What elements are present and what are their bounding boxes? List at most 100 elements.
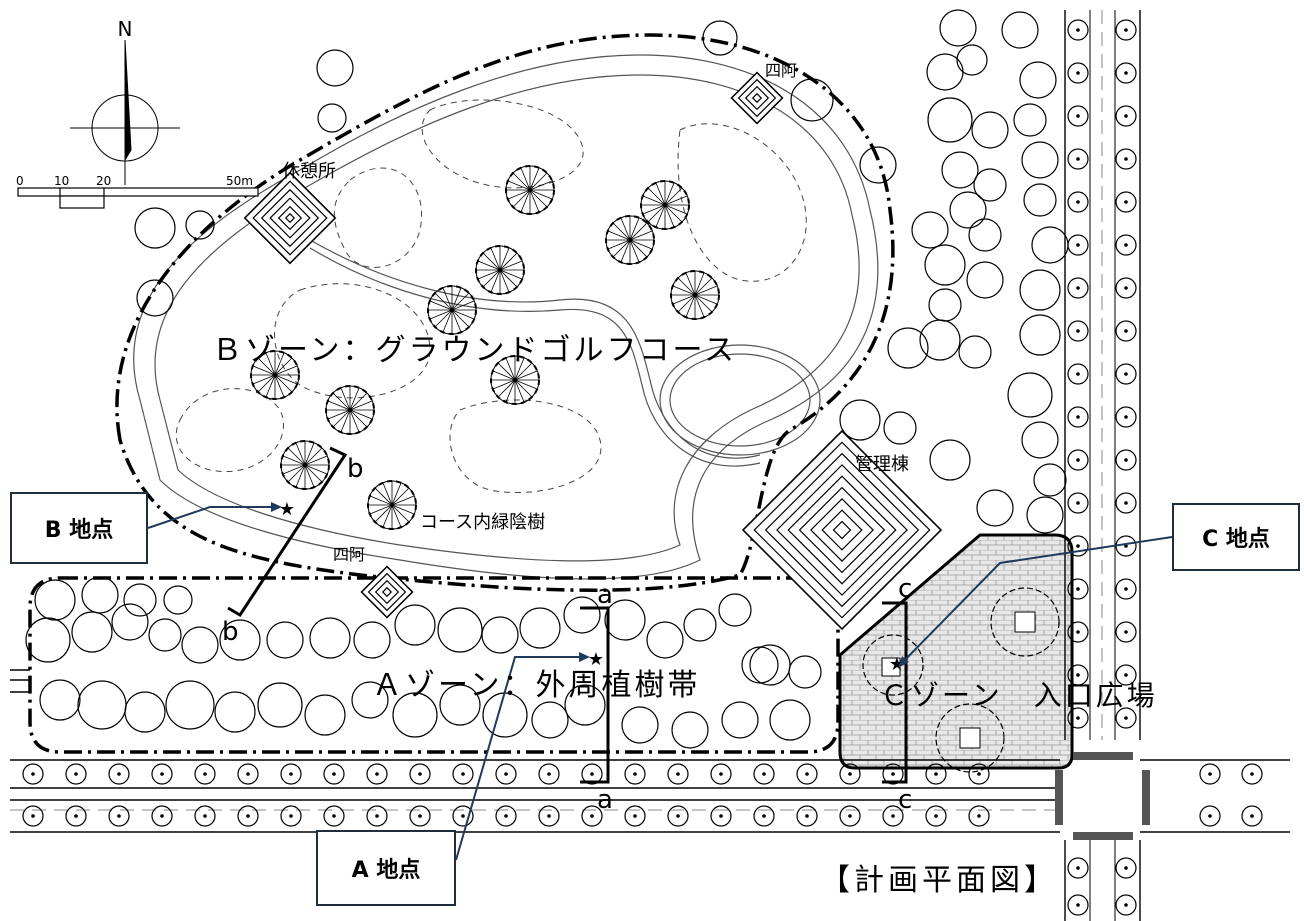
gazebo-top-building xyxy=(730,71,784,125)
street-tree-icon xyxy=(1115,621,1137,643)
street-tree-icon xyxy=(194,763,216,785)
street-tree-icon xyxy=(925,805,947,827)
scale-bar xyxy=(17,187,259,209)
street-tree-icon xyxy=(1115,191,1137,213)
street-tree-icon xyxy=(22,763,44,785)
north-arrow-icon xyxy=(70,39,180,185)
street-tree-icon xyxy=(108,805,130,827)
callout-point-b-label: B 地点 xyxy=(44,518,114,543)
section-label-c-bottom: c xyxy=(898,785,912,815)
scale-tick-10: 10 xyxy=(54,174,69,188)
street-tree-icon xyxy=(667,805,689,827)
street-tree-icon xyxy=(1067,894,1089,916)
street-tree-icon xyxy=(1067,62,1089,84)
section-label-c-top: c xyxy=(898,574,912,604)
street-tree-icon xyxy=(667,763,689,785)
point-a-star-icon: ★ xyxy=(588,649,604,670)
callout-point-b: B 地点 xyxy=(10,492,148,564)
callout-leaders xyxy=(147,506,1173,861)
callout-point-c: C 地点 xyxy=(1172,503,1300,571)
street-tree-icon xyxy=(1115,406,1137,428)
park-trees xyxy=(134,9,1069,686)
callout-point-a-label: A 地点 xyxy=(351,858,421,883)
zone-c-label: Ｃゾーン 入口広場 xyxy=(880,679,1158,712)
street-tree-icon xyxy=(796,763,818,785)
street-tree-icon xyxy=(323,805,345,827)
section-label-b-top: b xyxy=(347,454,364,484)
street-tree-icon xyxy=(1067,406,1089,428)
street-tree-icon xyxy=(1115,857,1137,879)
callout-point-a: A 地点 xyxy=(316,830,456,906)
street-tree-icon xyxy=(1241,763,1263,785)
callout-point-c-label: C 地点 xyxy=(1202,527,1270,552)
street-tree-icon xyxy=(194,805,216,827)
street-tree-icon xyxy=(409,763,431,785)
street-tree-icon xyxy=(710,763,732,785)
street-tree-icon xyxy=(1241,805,1263,827)
street-tree-icon xyxy=(237,763,259,785)
park-path xyxy=(133,54,879,580)
street-tree-icon xyxy=(1115,449,1137,471)
street-tree-icon xyxy=(237,805,259,827)
section-label-a-bottom: a xyxy=(597,785,613,815)
street-tree-icon xyxy=(1067,857,1089,879)
street-tree-icon xyxy=(1067,363,1089,385)
zone-b-boundary xyxy=(115,33,895,592)
scale-tick-0: 0 xyxy=(16,174,24,188)
street-tree-icon xyxy=(1067,148,1089,170)
street-tree-icon xyxy=(1067,449,1089,471)
street-tree-icon xyxy=(65,805,87,827)
street-tree-icon xyxy=(1115,277,1137,299)
street-tree-icon xyxy=(968,805,990,827)
course-dashed-lines xyxy=(175,99,807,494)
plan-title: 【計画平面図】 xyxy=(820,863,1058,898)
street-tree-icon xyxy=(1115,894,1137,916)
zone-a-label: Ａゾーン：外周植樹帯 xyxy=(372,668,701,703)
street-tree-icon xyxy=(280,805,302,827)
rest-house-building xyxy=(243,171,337,265)
street-tree-icon xyxy=(1115,62,1137,84)
street-tree-icon xyxy=(796,805,818,827)
gazebo-bottom-label: 四阿 xyxy=(333,545,365,564)
street-tree-icon xyxy=(1115,320,1137,342)
section-label-a-top: a xyxy=(597,580,613,610)
street-tree-icon xyxy=(1067,19,1089,41)
scale-tick-20: 20 xyxy=(96,174,111,188)
section-line-b xyxy=(227,446,348,618)
management-label: 管理棟 xyxy=(855,454,909,475)
gazebo-bottom-building xyxy=(360,565,414,619)
street-tree-icon xyxy=(1115,148,1137,170)
road-dashed-centerline xyxy=(10,10,1103,811)
shade-trees-label: コース内緑陰樹 xyxy=(420,512,545,533)
roads xyxy=(10,10,1290,921)
rest-house-label: 休憩所 xyxy=(282,161,336,182)
street-tree-icon xyxy=(65,763,87,785)
street-tree-icon xyxy=(1199,763,1221,785)
street-tree-icon xyxy=(1067,191,1089,213)
zone-b-label: Ｂゾーン：グラウンドゴルフコース xyxy=(212,333,737,368)
street-tree-icon xyxy=(1067,234,1089,256)
street-tree-icon xyxy=(409,805,431,827)
street-tree-icon xyxy=(1067,492,1089,514)
street-tree-icon xyxy=(1067,105,1089,127)
plaza-tree-grates xyxy=(881,611,1036,749)
street-tree-icon xyxy=(624,805,646,827)
street-tree-icon xyxy=(624,763,646,785)
callout-arrowheads xyxy=(271,502,909,668)
section-line-a xyxy=(580,606,610,784)
street-tree-icon xyxy=(366,763,388,785)
street-tree-icon xyxy=(753,805,775,827)
street-tree-icon xyxy=(1199,805,1221,827)
gazebo-top-label: 四阿 xyxy=(765,61,797,80)
zone-a-trees xyxy=(25,576,822,749)
plaza-trees xyxy=(862,587,1060,773)
street-tree-icon xyxy=(839,805,861,827)
street-tree-icon xyxy=(1067,320,1089,342)
street-tree-icon xyxy=(538,763,560,785)
street-tree-icon xyxy=(710,805,732,827)
street-tree-icon xyxy=(151,805,173,827)
street-tree-icon xyxy=(22,805,44,827)
street-trees-row xyxy=(22,763,1263,827)
north-label: N xyxy=(118,17,133,41)
street-tree-icon xyxy=(151,763,173,785)
